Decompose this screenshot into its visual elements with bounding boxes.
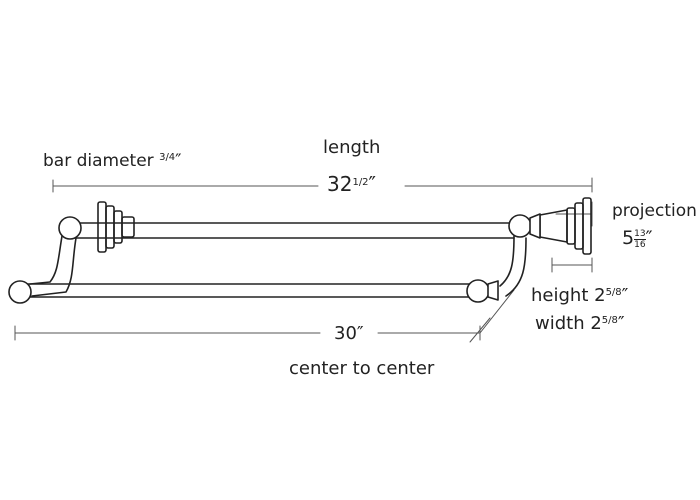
projection-whole: 5 xyxy=(622,227,635,249)
projection-dimension-line xyxy=(555,201,593,227)
projection-title: projection xyxy=(612,201,697,221)
length-value: 321/2″ xyxy=(327,174,376,194)
height-fraction: 5/8 xyxy=(605,287,622,298)
upper-right-collar xyxy=(529,213,541,239)
lower-towel-bar xyxy=(23,283,473,298)
bar-diameter-fraction: 3/4 xyxy=(159,152,176,163)
upper-towel-bar xyxy=(69,222,515,239)
length-whole: 32 xyxy=(327,172,353,196)
center-to-center-caption: center to center xyxy=(289,358,435,379)
right-support-arm xyxy=(499,235,527,297)
width-inch-mark: ″ xyxy=(617,313,625,334)
lower-right-collar xyxy=(487,280,499,301)
height-dimension-line xyxy=(551,257,593,273)
right-wall-flange xyxy=(539,197,592,255)
lower-right-finial xyxy=(466,279,490,303)
height-text: height 2 xyxy=(531,285,606,306)
width-label: width 25/8″ xyxy=(535,315,625,333)
height-label: height 25/8″ xyxy=(531,287,628,305)
upper-right-finial xyxy=(508,214,532,238)
bar-diameter-text: bar diameter xyxy=(43,151,160,171)
bar-diameter-label: bar diameter 3/4″ xyxy=(43,153,182,170)
height-inch-mark: ″ xyxy=(621,285,629,306)
upper-left-finial xyxy=(58,216,82,240)
center-to-center-value: 30″ xyxy=(334,323,364,344)
length-inch-mark: ″ xyxy=(368,172,377,196)
width-text: width 2 xyxy=(535,313,602,334)
center-to-center-dimension-line xyxy=(14,289,515,343)
bar-diameter-inch-mark: ″ xyxy=(175,151,182,171)
left-support-arm xyxy=(29,235,77,297)
lower-left-finial xyxy=(8,280,32,304)
projection-inch-mark: ″ xyxy=(645,227,653,249)
width-fraction: 5/8 xyxy=(601,315,618,326)
length-fraction: 1/2 xyxy=(352,177,369,188)
length-dimension-line xyxy=(52,177,593,193)
left-wall-flange xyxy=(97,201,135,253)
length-title: length xyxy=(323,137,381,158)
